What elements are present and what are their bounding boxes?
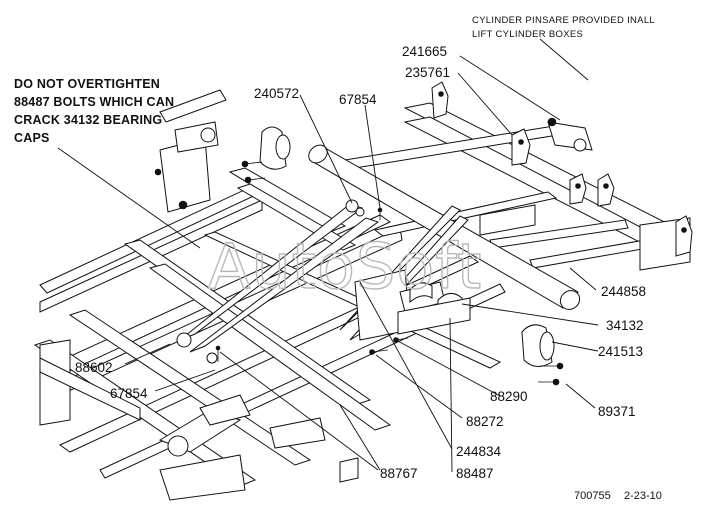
cylinder-note-line-1: CYLINDER PINSARE PROVIDED INALL <box>472 15 655 26</box>
overtighten-note: DO NOT OVERTIGHTEN 88487 BOLTS WHICH CAN… <box>14 77 174 145</box>
part-88767: 88767 <box>380 466 418 481</box>
part-34132: 34132 <box>606 318 644 333</box>
part-67854-top: 67854 <box>339 92 377 107</box>
part-241665: 241665 <box>402 44 447 59</box>
part-88290: 88290 <box>490 389 528 404</box>
part-67854-left: 67854 <box>110 386 148 401</box>
cylinder-pins-note: CYLINDER PINSARE PROVIDED INALL LIFT CYL… <box>472 15 655 40</box>
frame-drawing <box>33 81 693 501</box>
part-235761: 235761 <box>405 65 450 80</box>
part-88487: 88487 <box>456 466 494 481</box>
leader-lines <box>57 38 599 473</box>
drawing-date: 2-23-10 <box>624 490 662 502</box>
bearing-hanger-right <box>521 324 564 386</box>
note-line-2: 88487 BOLTS WHICH CAN <box>14 95 174 109</box>
drawing-number: 700755 <box>574 490 611 502</box>
part-89371: 89371 <box>598 404 636 419</box>
part-244834: 244834 <box>456 444 502 459</box>
part-callouts: 241665 235761 240572 67854 244858 34132 … <box>75 44 646 481</box>
bearing-hanger-left <box>241 126 291 184</box>
note-line-4: CAPS <box>14 131 50 145</box>
lower-left-assembly <box>158 394 326 501</box>
cylinder-tabs <box>431 81 693 257</box>
watermark-text: AutoSoft <box>208 230 482 303</box>
far-left-structure <box>39 89 227 426</box>
center-bolts <box>215 207 409 362</box>
note-line-3: CRACK 34132 BEARING <box>14 113 162 127</box>
part-244858: 244858 <box>601 284 646 299</box>
part-241513: 241513 <box>598 344 643 359</box>
drawing-footer: 700755 2-23-10 <box>574 490 662 502</box>
part-240572: 240572 <box>254 86 299 101</box>
note-line-1: DO NOT OVERTIGHTEN <box>14 77 160 91</box>
part-88272: 88272 <box>466 414 504 429</box>
bearing-bracket <box>354 269 471 341</box>
part-88602: 88602 <box>75 360 113 375</box>
lift-frame <box>343 102 692 271</box>
cylinder-note-line-2: LIFT CYLINDER BOXES <box>472 29 583 40</box>
lift-cylinder <box>547 117 593 152</box>
